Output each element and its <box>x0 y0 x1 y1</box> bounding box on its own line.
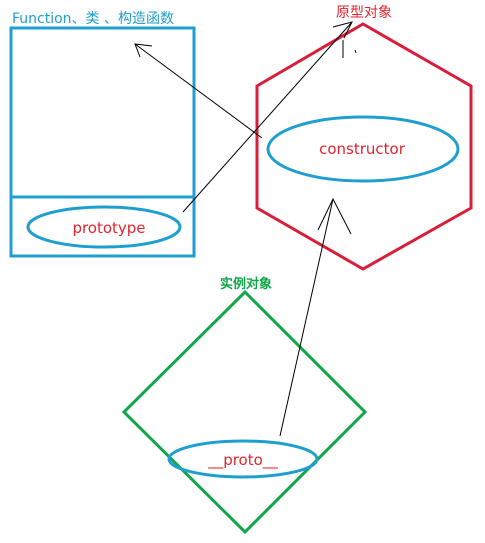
prototype-object-title: 原型对象 <box>336 5 392 21</box>
proto-to-prototype-object-arrow <box>279 197 352 437</box>
arrow-line <box>182 21 353 213</box>
function-class-title: Function、类 、构造函数 <box>12 11 174 27</box>
arrow-line <box>134 43 263 139</box>
hexagon-outline <box>255 22 473 271</box>
prototype-label: prototype <box>72 219 145 237</box>
constructor-to-function-arrow <box>134 43 263 139</box>
stray-stroke <box>354 49 357 54</box>
proto-label: __proto__ <box>207 451 278 470</box>
arrow-head <box>317 197 352 235</box>
proto-ellipse <box>167 439 319 479</box>
prototype-object-hexagon: constructor <box>255 22 473 271</box>
arrow-head <box>332 21 353 39</box>
prototype-ellipse <box>26 205 182 249</box>
function-box-outline <box>9 26 196 258</box>
arrow-line <box>279 198 334 437</box>
arrow-head <box>134 43 153 58</box>
diamond-outline <box>121 289 368 535</box>
function-box: prototype <box>9 26 196 258</box>
prototype-to-prototype-object-arrow <box>182 21 353 213</box>
constructor-ellipse <box>266 115 460 183</box>
instance-object-diamond: __proto__ <box>121 289 368 535</box>
instance-object-title: 实例对象 <box>220 276 272 292</box>
constructor-label: constructor <box>319 140 406 158</box>
